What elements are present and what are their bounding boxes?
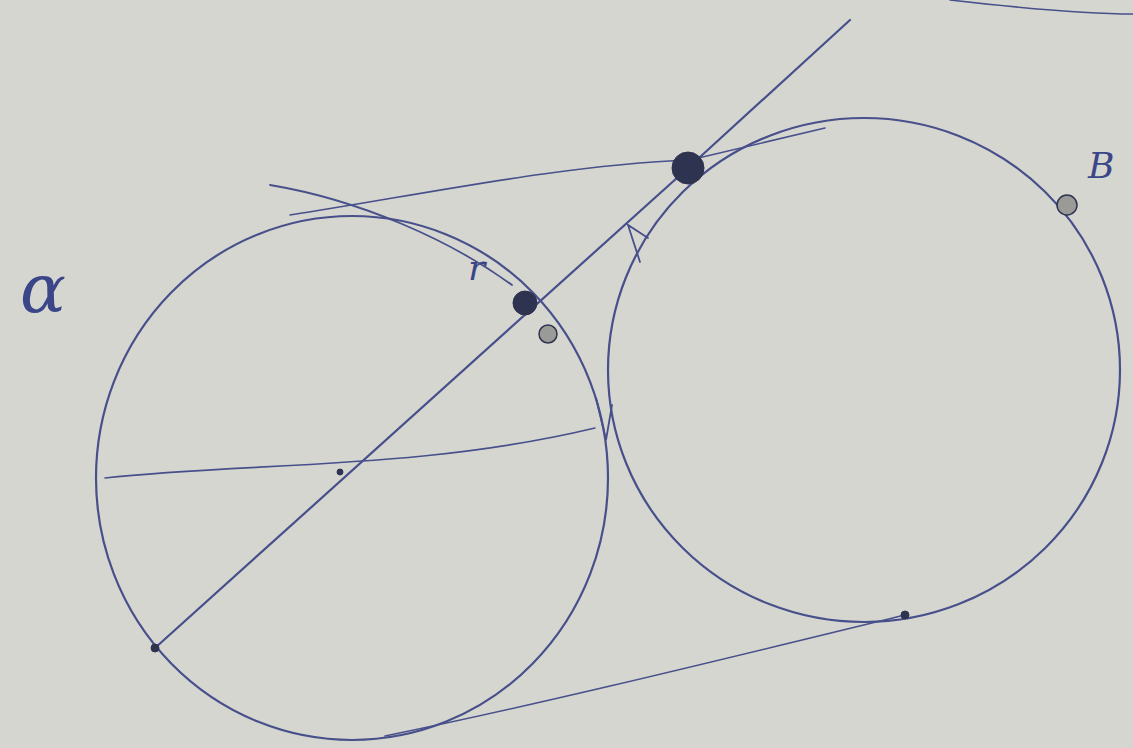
left-circle bbox=[96, 216, 608, 740]
center bbox=[337, 469, 343, 475]
bottom-line bbox=[385, 615, 905, 736]
radius-label: r bbox=[468, 250, 485, 286]
point bbox=[901, 611, 909, 619]
tick-mark bbox=[596, 398, 612, 440]
dot bbox=[672, 152, 704, 184]
arc-arrow bbox=[270, 185, 512, 285]
tangent-line bbox=[290, 128, 825, 215]
right-circle bbox=[608, 118, 1120, 622]
dot bbox=[513, 291, 537, 315]
angle-label: α bbox=[20, 255, 66, 323]
arrow-mark bbox=[628, 225, 648, 262]
point bbox=[151, 644, 159, 652]
small-dot bbox=[539, 325, 557, 343]
edge-line bbox=[950, 0, 1133, 14]
diameter-line bbox=[155, 20, 850, 648]
small-dot bbox=[1057, 195, 1077, 215]
circle-label: B bbox=[1088, 148, 1114, 184]
horizontal-line bbox=[105, 428, 595, 478]
